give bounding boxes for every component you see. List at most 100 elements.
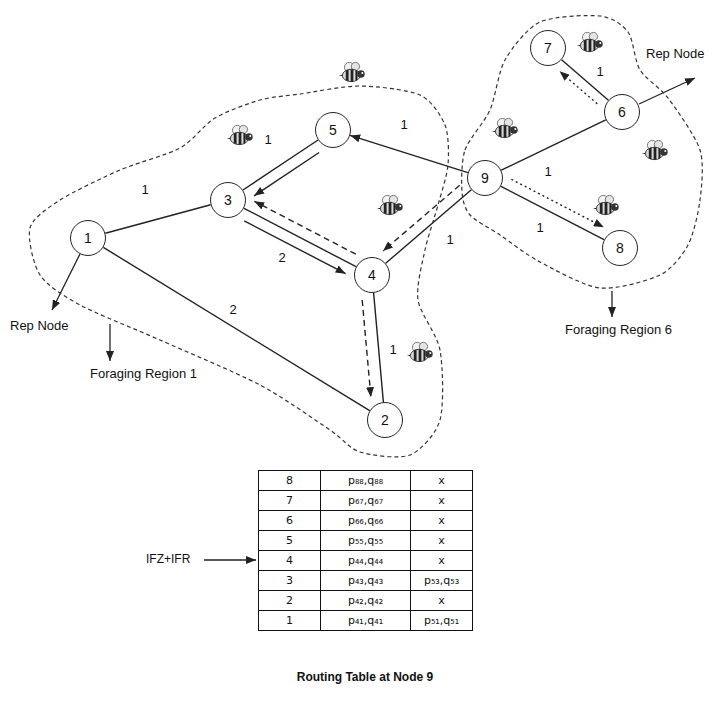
flow-arrow <box>511 179 603 227</box>
weight-holder: 1 <box>533 163 563 181</box>
graph-node: 8 <box>602 230 638 266</box>
edge-weight: 1 <box>389 116 419 134</box>
table-text: 5 <box>286 534 293 548</box>
table-text: p₄₂,q₄₂ <box>348 594 383 608</box>
table-text: x <box>438 534 445 548</box>
weight-holder: 1 <box>389 116 419 134</box>
label-holder: Rep Node <box>646 46 710 62</box>
link-line <box>244 208 356 266</box>
flow-arrow <box>560 71 598 104</box>
table-cell: x <box>410 590 473 611</box>
weight-holder: 2 <box>267 249 297 267</box>
edge-weight: 1 <box>435 231 465 249</box>
table-text: p₅₃,q₅₃ <box>424 574 459 588</box>
region-label-holder: Foraging Region 1 <box>90 366 197 382</box>
table-text: p₅₁,q₅₁ <box>424 614 459 628</box>
bee-icon <box>642 140 668 161</box>
table-text: p₆₇,q₆₇ <box>348 494 383 508</box>
table-cell: p₄₄,q₄₄ <box>320 550 411 571</box>
graph-node: 3 <box>210 182 246 218</box>
graph-node: 2 <box>367 402 403 438</box>
label-holder: IFZ+IFR <box>146 552 206 567</box>
leader-arrow <box>109 324 110 361</box>
table-cell: p₅₃,q₅₃ <box>410 570 473 591</box>
flow-arrow <box>362 300 371 397</box>
bee-icon <box>339 62 365 83</box>
graph-node: 9 <box>467 160 503 196</box>
node-number: 9 <box>481 170 489 186</box>
table-cell: p₈₈,q₈₈ <box>320 470 411 491</box>
graph-node: 7 <box>530 30 566 66</box>
label-holder: Rep Node <box>10 318 80 334</box>
node-number: 3 <box>224 192 232 208</box>
graph-node: 1 <box>70 220 106 256</box>
table-text: p₈₈,q₈₈ <box>348 474 383 488</box>
table-text: 6 <box>286 514 293 528</box>
link-line <box>501 120 606 170</box>
table-text: x <box>438 594 445 608</box>
bee-icon <box>593 195 619 216</box>
table-text: p₄₁,q₄₁ <box>348 614 383 628</box>
table-cell: 2 <box>258 590 321 611</box>
weight-holder: 1 <box>435 231 465 249</box>
node-number: 6 <box>618 104 626 120</box>
edge-weight: 1 <box>585 63 615 81</box>
table-caption: Routing Table at Node 9 <box>247 670 483 685</box>
node-number: 4 <box>368 267 376 283</box>
edge-weight: 1 <box>533 163 563 181</box>
link-line <box>386 190 472 264</box>
link-line <box>243 140 318 190</box>
table-cell: p₄₂,q₄₂ <box>320 590 411 611</box>
node-number: 8 <box>616 240 624 256</box>
link-line <box>501 186 604 239</box>
region-label: Foraging Region 1 <box>90 366 197 382</box>
table-text: 7 <box>286 494 293 508</box>
bee-icon <box>492 118 518 139</box>
table-cell: p₄₃,q₄₃ <box>320 570 411 591</box>
table-cell: x <box>410 470 473 491</box>
table-text: x <box>438 494 445 508</box>
label-holder: Routing Table at Node 9 <box>247 670 483 685</box>
table-cell: x <box>410 510 473 531</box>
table-text: 3 <box>286 574 293 588</box>
annotation-label: IFZ+IFR <box>146 552 206 567</box>
edge-weight: 1 <box>525 219 555 237</box>
node-number: 7 <box>544 40 552 56</box>
leader-arrow <box>639 78 695 104</box>
table-cell: 5 <box>258 530 321 551</box>
table-cell: 6 <box>258 510 321 531</box>
node-number: 5 <box>329 122 337 138</box>
weight-holder: 1 <box>130 181 160 199</box>
graph-node: 4 <box>354 257 390 293</box>
link-line <box>105 205 210 234</box>
table-text: x <box>438 474 445 488</box>
weight-holder: 1 <box>585 63 615 81</box>
bee-icon <box>577 32 603 53</box>
weight-holder: 1 <box>525 219 555 237</box>
edge-weight: 1 <box>130 181 160 199</box>
weight-holder: 2 <box>218 301 248 319</box>
table-text: 2 <box>286 594 293 608</box>
table-cell: 8 <box>258 470 321 491</box>
table-cell: p₄₁,q₄₁ <box>320 610 411 631</box>
table-cell: p₅₅,q₅₅ <box>320 530 411 551</box>
table-text: 1 <box>286 614 293 628</box>
table-text: x <box>438 554 445 568</box>
link-line <box>350 135 468 172</box>
node-number: 1 <box>84 230 92 246</box>
graph-node: 5 <box>315 112 351 148</box>
table-text: p₆₆,q₆₆ <box>348 514 383 528</box>
region-boundary <box>29 86 448 457</box>
link-line <box>103 247 369 410</box>
table-text: p₄₄,q₄₄ <box>348 554 383 568</box>
edge-weight: 2 <box>267 249 297 267</box>
table-cell: x <box>410 550 473 571</box>
annotation-label: Rep Node <box>646 46 710 62</box>
leader-arrow <box>204 559 256 560</box>
bee-icon <box>377 195 403 216</box>
table-text: p₅₅,q₅₅ <box>348 534 383 548</box>
annotation-label: Rep Node <box>10 318 80 334</box>
weight-holder: 1 <box>253 131 283 149</box>
flow-arrow <box>244 221 345 274</box>
